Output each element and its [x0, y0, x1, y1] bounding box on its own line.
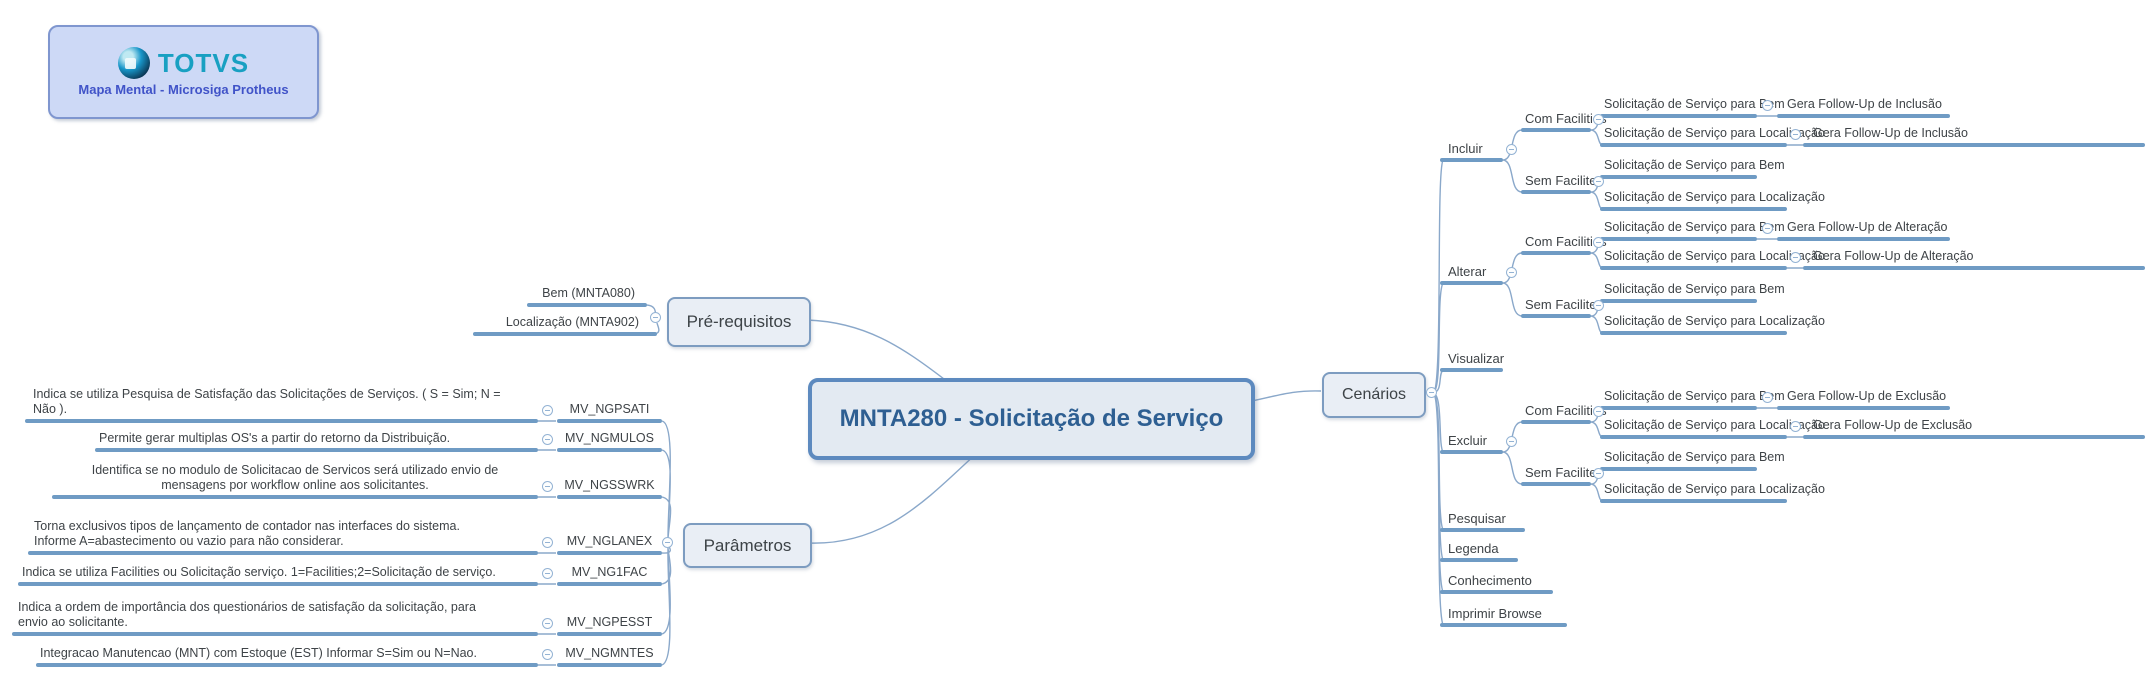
node-cenarios-label: Cenários [1341, 386, 1407, 403]
param-desc-mv-ngpesst[interactable]: Indica a ordem de importância dos questi… [12, 600, 538, 636]
collapse-icon[interactable] [1762, 223, 1773, 234]
node-excluir[interactable]: Excluir [1440, 433, 1503, 454]
collapse-icon[interactable] [1790, 421, 1801, 432]
collapse-icon[interactable] [1506, 267, 1517, 278]
param-code-mv-ngpesst[interactable]: MV_NGPESST [557, 615, 662, 636]
node-ss-bem[interactable]: Solicitação de Serviço para Bem [1600, 389, 1785, 410]
wire-param-gaps [538, 420, 556, 666]
collapse-icon[interactable] [542, 649, 553, 660]
root-node[interactable]: MNTA280 - Solicitação de Serviço [808, 378, 1255, 460]
param-code-mv-ngpsati[interactable]: MV_NGPSATI [557, 402, 662, 423]
param-desc-mv-ngmulos[interactable]: Permite gerar multiplas OS's a partir do… [95, 431, 538, 452]
collapse-icon[interactable] [1593, 114, 1604, 125]
globe-icon [117, 47, 150, 79]
node-ss-bem[interactable]: Solicitação de Serviço para Bem [1600, 158, 1785, 179]
wire-root-prerequisitos [806, 319, 945, 380]
collapse-icon[interactable] [1593, 468, 1604, 479]
param-desc-mv-ngsswrk[interactable]: Identifica se no modulo de Solicitacao d… [52, 463, 538, 499]
param-code-mv-ngmntes[interactable]: MV_NGMNTES [557, 646, 662, 667]
node-followup-inclusao[interactable]: Gera Follow-Up de Inclusão [1777, 97, 1950, 118]
wire-parametros-fan [661, 420, 672, 666]
node-prerequisitos-label: Pré-requisitos [686, 312, 792, 331]
node-excluir-sem-facilites[interactable]: Sem Facilites [1521, 465, 1603, 486]
collapse-icon[interactable] [1506, 436, 1517, 447]
param-code-mv-ngsswrk[interactable]: MV_NGSSWRK [557, 478, 662, 499]
node-followup-inclusao[interactable]: Gera Follow-Up de Inclusão [1803, 126, 2145, 147]
wire-root-parametros [807, 451, 979, 544]
collapse-icon[interactable] [1790, 129, 1801, 140]
node-alterar-sem-facilites[interactable]: Sem Facilites [1521, 297, 1603, 318]
node-parametros-label: Parâmetros [703, 535, 792, 555]
node-conhecimento[interactable]: Conhecimento [1440, 573, 1553, 594]
node-parametros[interactable]: Parâmetros [683, 523, 812, 568]
node-localizacao-mnta902[interactable]: Localização (MNTA902) [473, 315, 657, 336]
param-desc-mv-ngmntes[interactable]: Integracao Manutencao (MNT) com Estoque … [36, 646, 538, 667]
collapse-icon[interactable] [1762, 100, 1773, 111]
node-ss-bem[interactable]: Solicitação de Serviço para Bem [1600, 220, 1785, 241]
node-ss-localizacao[interactable]: Solicitação de Serviço para Localização [1600, 126, 1825, 147]
param-desc-mv-ng1fac[interactable]: Indica se utiliza Facilities ou Solicita… [18, 565, 538, 586]
wire-root-cenarios [1246, 390, 1322, 403]
collapse-icon[interactable] [1762, 392, 1773, 403]
node-imprimir-browse[interactable]: Imprimir Browse [1440, 606, 1567, 627]
totvs-logo-card: TOTVS Mapa Mental - Microsiga Protheus [48, 25, 319, 119]
collapse-icon[interactable] [542, 537, 553, 548]
collapse-icon[interactable] [542, 405, 553, 416]
node-pesquisar[interactable]: Pesquisar [1440, 511, 1525, 532]
node-ss-localizacao[interactable]: Solicitação de Serviço para Localização [1600, 482, 1825, 503]
collapse-icon[interactable] [650, 312, 661, 323]
collapse-icon[interactable] [542, 481, 553, 492]
param-code-mv-nglanex[interactable]: MV_NGLANEX [557, 534, 662, 555]
node-incluir-sem-facilites[interactable]: Sem Facilites [1521, 173, 1603, 194]
node-bem-mnta080[interactable]: Bem (MNTA080) [527, 286, 647, 307]
node-legenda[interactable]: Legenda [1440, 541, 1518, 562]
collapse-icon[interactable] [542, 434, 553, 445]
param-desc-mv-ngpsati[interactable]: Indica se utiliza Pesquisa de Satisfação… [25, 387, 538, 423]
wire-item-followup [1757, 115, 1803, 438]
node-alterar-com-facilities[interactable]: Com Facilities [1521, 234, 1607, 255]
node-incluir-com-facilities[interactable]: Com Facilities [1521, 111, 1607, 132]
collapse-icon[interactable] [1426, 387, 1437, 398]
brand-row: TOTVS [117, 47, 250, 79]
node-visualizar[interactable]: Visualizar [1440, 351, 1504, 372]
param-code-mv-ngmulos[interactable]: MV_NGMULOS [557, 431, 662, 452]
node-cenarios[interactable]: Cenários [1322, 372, 1426, 418]
node-ss-bem[interactable]: Solicitação de Serviço para Bem [1600, 282, 1785, 303]
collapse-icon[interactable] [542, 618, 553, 629]
brand-name: TOTVS [157, 47, 250, 78]
logo-subtitle: Mapa Mental - Microsiga Protheus [78, 82, 289, 97]
node-ss-bem[interactable]: Solicitação de Serviço para Bem [1600, 97, 1785, 118]
node-incluir[interactable]: Incluir [1440, 141, 1503, 162]
collapse-icon[interactable] [1506, 144, 1517, 155]
node-followup-alteracao[interactable]: Gera Follow-Up de Alteração [1777, 220, 1950, 241]
param-code-mv-ng1fac[interactable]: MV_NG1FAC [557, 565, 662, 586]
node-followup-alteracao[interactable]: Gera Follow-Up de Alteração [1803, 249, 2145, 270]
node-followup-exclusao[interactable]: Gera Follow-Up de Exclusão [1777, 389, 1950, 410]
param-desc-mv-nglanex[interactable]: Torna exclusivos tipos de lançamento de … [28, 519, 538, 555]
collapse-icon[interactable] [1593, 237, 1604, 248]
node-ss-localizacao[interactable]: Solicitação de Serviço para Localização [1600, 314, 1825, 335]
collapse-icon[interactable] [662, 537, 673, 548]
root-node-label: MNTA280 - Solicitação de Serviço [839, 405, 1224, 432]
collapse-icon[interactable] [1593, 300, 1604, 311]
collapse-icon[interactable] [1593, 406, 1604, 417]
node-ss-bem[interactable]: Solicitação de Serviço para Bem [1600, 450, 1785, 471]
node-alterar[interactable]: Alterar [1440, 264, 1503, 285]
node-ss-localizacao[interactable]: Solicitação de Serviço para Localização [1600, 418, 1825, 439]
collapse-icon[interactable] [1790, 252, 1801, 263]
collapse-icon[interactable] [542, 568, 553, 579]
node-prerequisitos[interactable]: Pré-requisitos [667, 297, 811, 347]
node-ss-localizacao[interactable]: Solicitação de Serviço para Localização [1600, 249, 1825, 270]
node-excluir-com-facilities[interactable]: Com Facilities [1521, 403, 1607, 424]
collapse-icon[interactable] [1593, 176, 1604, 187]
wire-action-groups [1502, 129, 1523, 485]
node-ss-localizacao[interactable]: Solicitação de Serviço para Localização [1600, 190, 1825, 211]
node-followup-exclusao[interactable]: Gera Follow-Up de Exclusão [1803, 418, 2145, 439]
